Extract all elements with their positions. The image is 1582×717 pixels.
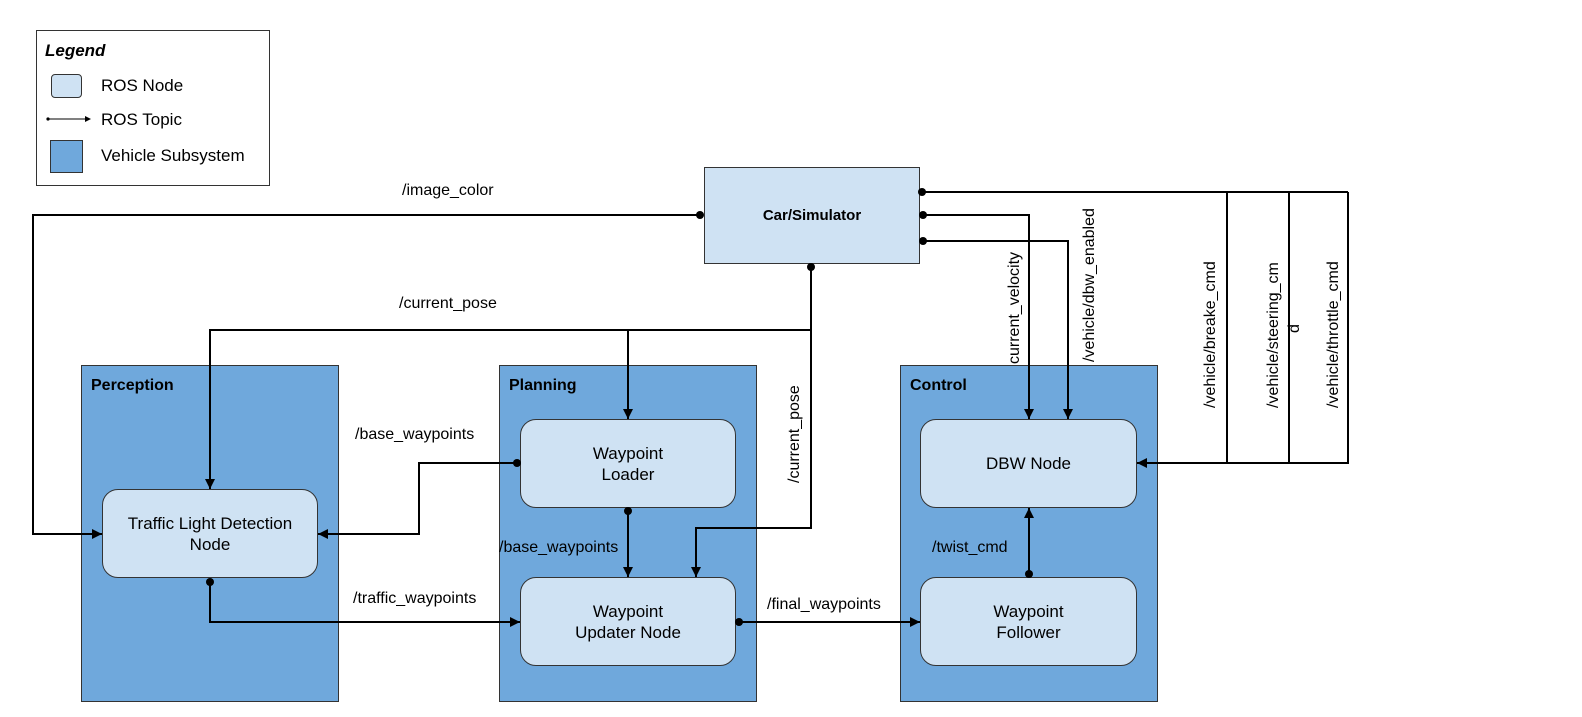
image-color-label: /image_color	[402, 182, 494, 199]
legend-ros-topic-label: ROS Topic	[101, 110, 182, 129]
waypoint-updater-label-line1: Waypoint	[592, 601, 664, 621]
waypoint-updater-label-line2: Updater Node	[575, 622, 681, 642]
control-title: Control	[910, 377, 967, 394]
legend-ros-topic-arrow-icon	[46, 116, 91, 122]
breake-cmd-label: /vehicle/breake_cmd	[1202, 261, 1219, 408]
base-waypoints-wire-to-tl	[318, 462, 517, 539]
current-pose-vertical-label: /current_pose	[786, 385, 803, 483]
current-pose-wire-to-planning	[623, 267, 812, 419]
tl-detection-label-line1: Traffic Light Detection	[127, 513, 293, 533]
image-color-wire	[32, 214, 700, 539]
planning-title: Planning	[509, 377, 577, 394]
dbw-enabled-label: /vehicle/dbw_enabled	[1081, 208, 1098, 362]
base-waypoints-left-label: /base_waypoints	[355, 426, 475, 443]
traffic-waypoints-label: /traffic_waypoints	[353, 590, 477, 607]
waypoint-follower-label-line1: Waypoint	[993, 601, 1064, 621]
car-simulator-label: Car/Simulator	[762, 207, 862, 224]
waypoint-updater-node: Waypoint Updater Node	[520, 577, 736, 666]
traffic-waypoints-wire	[209, 582, 520, 627]
throttle-cmd-wire	[1137, 192, 1349, 468]
dbw-node-label: DBW Node	[985, 454, 1072, 473]
current-velocity-label: current_velocity	[1006, 251, 1023, 364]
current-pose-wire-to-updater	[691, 330, 812, 577]
current-velocity-wire	[923, 214, 1034, 419]
current-pose-top-label: /current_pose	[399, 295, 497, 312]
tl-bottom-dot	[206, 578, 214, 586]
waypoint-follower-label-line2: Follower	[996, 622, 1061, 642]
current-pose-wire-to-perception	[205, 329, 628, 489]
perception-title: Perception	[91, 377, 174, 394]
dbw-node: DBW Node	[920, 419, 1137, 508]
car-top-dot	[918, 188, 926, 196]
waypoint-follower-node: Waypoint Follower	[920, 577, 1137, 666]
twist-cmd-label: /twist_cmd	[932, 539, 1008, 556]
legend-title: Legend	[45, 41, 106, 60]
waypoint-loader-label-line1: Waypoint	[592, 443, 664, 463]
steering-cmd-label-line1: /vehicle/steering_cm	[1265, 262, 1282, 408]
car-dbw-dot	[919, 237, 927, 245]
legend-box: Legend ROS Node ROS Topic Vehicle Subsys…	[36, 30, 270, 186]
loader-left-dot	[513, 459, 521, 467]
dbw-enabled-wire	[923, 240, 1073, 419]
steering-cmd-label-line2: d	[1286, 324, 1303, 333]
waypoint-loader-node: Waypoint Loader	[520, 419, 736, 508]
traffic-light-detection-node: Traffic Light Detection Node	[102, 489, 318, 578]
car-velocity-dot	[919, 211, 927, 219]
waypoint-loader-label-line2: Loader	[601, 464, 655, 484]
final-waypoints-label: /final_waypoints	[767, 596, 881, 613]
car-bottom-dot	[807, 263, 815, 271]
updater-right-dot	[735, 618, 743, 626]
legend-vehicle-subsystem-swatch	[50, 140, 83, 173]
legend-ros-node-label: ROS Node	[101, 76, 184, 95]
throttle-cmd-label: /vehicle/throttle_cmd	[1325, 261, 1342, 408]
tl-detection-label-line2: Node	[189, 534, 231, 554]
follower-top-dot	[1025, 570, 1033, 578]
image-color-dot	[696, 211, 704, 219]
legend-ros-node-swatch	[51, 74, 82, 98]
loader-bottom-dot	[624, 507, 632, 515]
base-waypoints-mid-label: /base_waypoints	[499, 539, 619, 556]
legend-vehicle-subsystem-label: Vehicle Subsystem	[101, 146, 245, 165]
